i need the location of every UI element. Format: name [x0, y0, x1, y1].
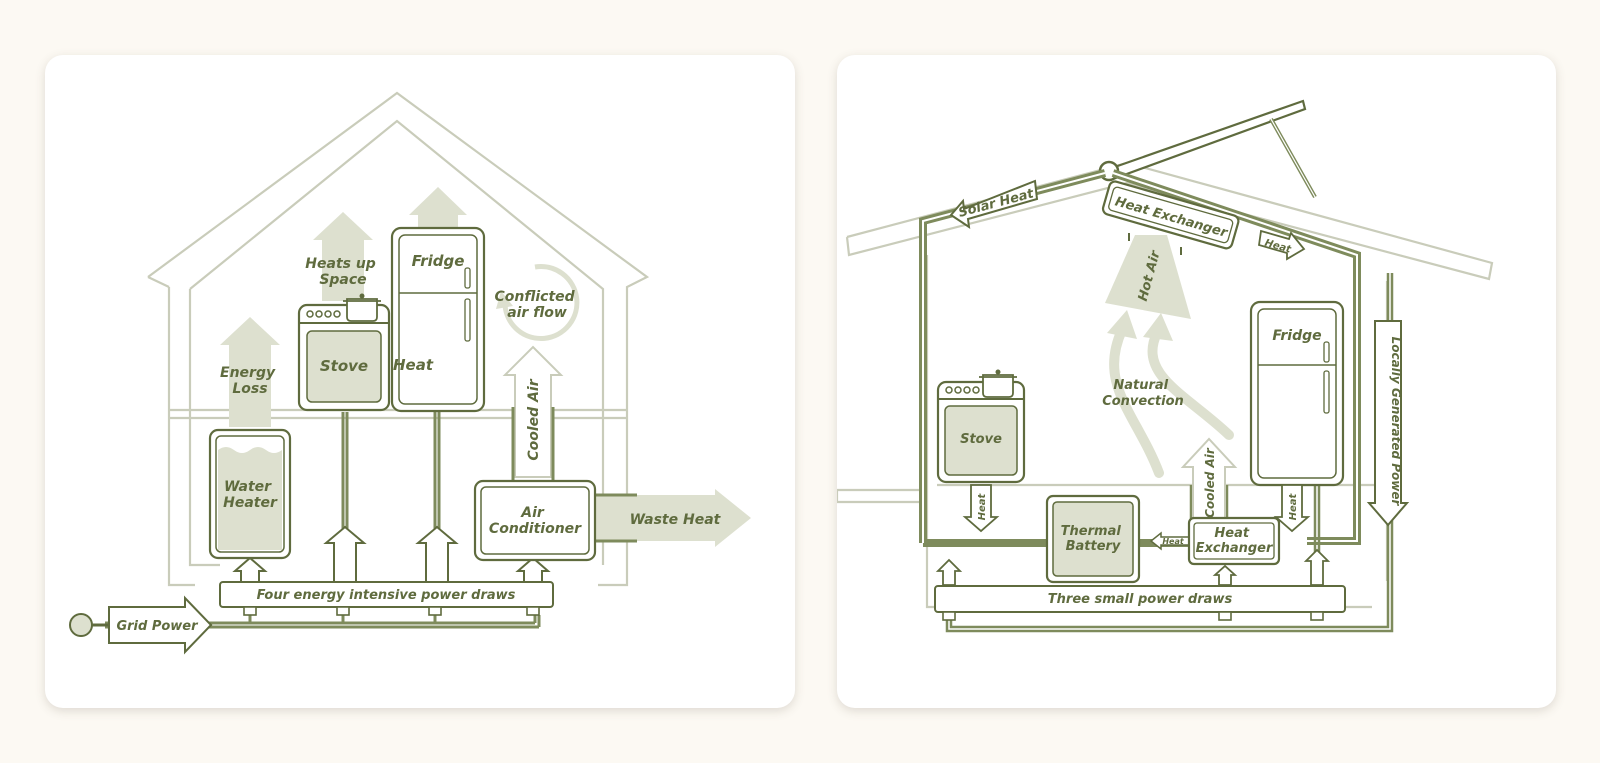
power-up-arrows [232, 525, 551, 584]
efficient-home-panel: Solar Heat Heat Exchanger Heat Hot Air F… [837, 55, 1556, 708]
power-draws-label: Three small power draws [1048, 592, 1233, 607]
heats-up-space-arrow [313, 212, 373, 301]
cooled-air-label: Cooled Air [1203, 447, 1217, 518]
fridge-heat-up-arrow [409, 187, 467, 228]
waste-heat-arrow [590, 489, 751, 547]
pot-icon [982, 374, 1014, 398]
heat-stove-label: Heat [977, 492, 988, 520]
conventional-home-diagram: Energy Loss Heats up Space Fridge Confli… [69, 91, 751, 655]
heat-small-arrow [1149, 531, 1190, 551]
energy-loss-arrow [220, 317, 280, 427]
air-conditioner-label: Air Conditioner [489, 505, 582, 537]
cooled-air-label: Cooled Air [526, 378, 542, 460]
heat-label: Heat [393, 356, 434, 374]
power-pipes [105, 407, 637, 629]
solar-heat-arrow [949, 179, 1039, 230]
cooled-air-arrow [1180, 437, 1238, 522]
fridge [390, 226, 486, 413]
heat-small-label: Heat [1162, 537, 1185, 546]
locally-generated-power-arrow [1366, 320, 1410, 527]
heat-fridge-label: Heat [1288, 492, 1299, 520]
hot-air-arrow [1105, 235, 1191, 319]
heat-exchanger-top [1101, 180, 1240, 255]
heat-top-arrow [1257, 229, 1306, 261]
fridge-label: Fridge [412, 252, 465, 270]
natural-convection-arrows [1109, 325, 1234, 478]
stove [936, 369, 1026, 484]
waste-heat-label: Waste Heat [630, 512, 722, 528]
grid-power-arrow [108, 595, 213, 655]
power-draws-bar [934, 585, 1346, 613]
water-heater [208, 428, 292, 560]
locally-generated-power-label: Locally Generated Power [1389, 337, 1403, 507]
stove-label: Stove [960, 432, 1002, 447]
heats-up-space-label: Heats up Space [305, 256, 380, 288]
convection-arrowheads [1107, 310, 1173, 341]
solar-heat-label: Solar Heat [957, 186, 1036, 221]
conventional-home-panel: Energy Loss Heats up Space Fridge Confli… [45, 55, 795, 708]
heat-exchanger-bottom-label: Heat Exchanger [1196, 526, 1274, 556]
efficient-home-diagram: Solar Heat Heat Exchanger Heat Hot Air F… [837, 99, 1494, 633]
water-heater-label: Water Heater [223, 479, 278, 511]
power-draws-label: Four energy intensive power draws [257, 588, 516, 603]
cooled-air-arrow [502, 345, 564, 478]
power-up-arrows [935, 548, 1331, 586]
air-conditioner [473, 479, 597, 562]
stove [297, 293, 391, 412]
fridge [1249, 300, 1345, 487]
energy-loss-label: Energy Loss [220, 365, 280, 397]
heat-down-arrows [962, 484, 1311, 533]
grid-connection-icon [69, 613, 93, 637]
heat-loop-pipe-inner [922, 172, 1358, 543]
fridge-label: Fridge [1272, 328, 1321, 344]
pot-icon [346, 298, 378, 322]
power-draw-connectors [243, 606, 540, 616]
grid-power-label: Grid Power [116, 619, 199, 634]
power-draws-bar [219, 581, 554, 608]
thermal-battery-label: Thermal Battery [1061, 524, 1126, 554]
heat-exchanger-bottom [1187, 516, 1281, 566]
conflicted-air-flow-icon [496, 264, 580, 342]
stove-label: Stove [320, 357, 368, 375]
power-draw-connectors [942, 611, 1324, 621]
conflicted-air-flow-label: Conflicted air flow [494, 289, 579, 321]
thermal-battery [1045, 494, 1141, 584]
natural-convection-label: Natural Convection [1102, 378, 1184, 409]
